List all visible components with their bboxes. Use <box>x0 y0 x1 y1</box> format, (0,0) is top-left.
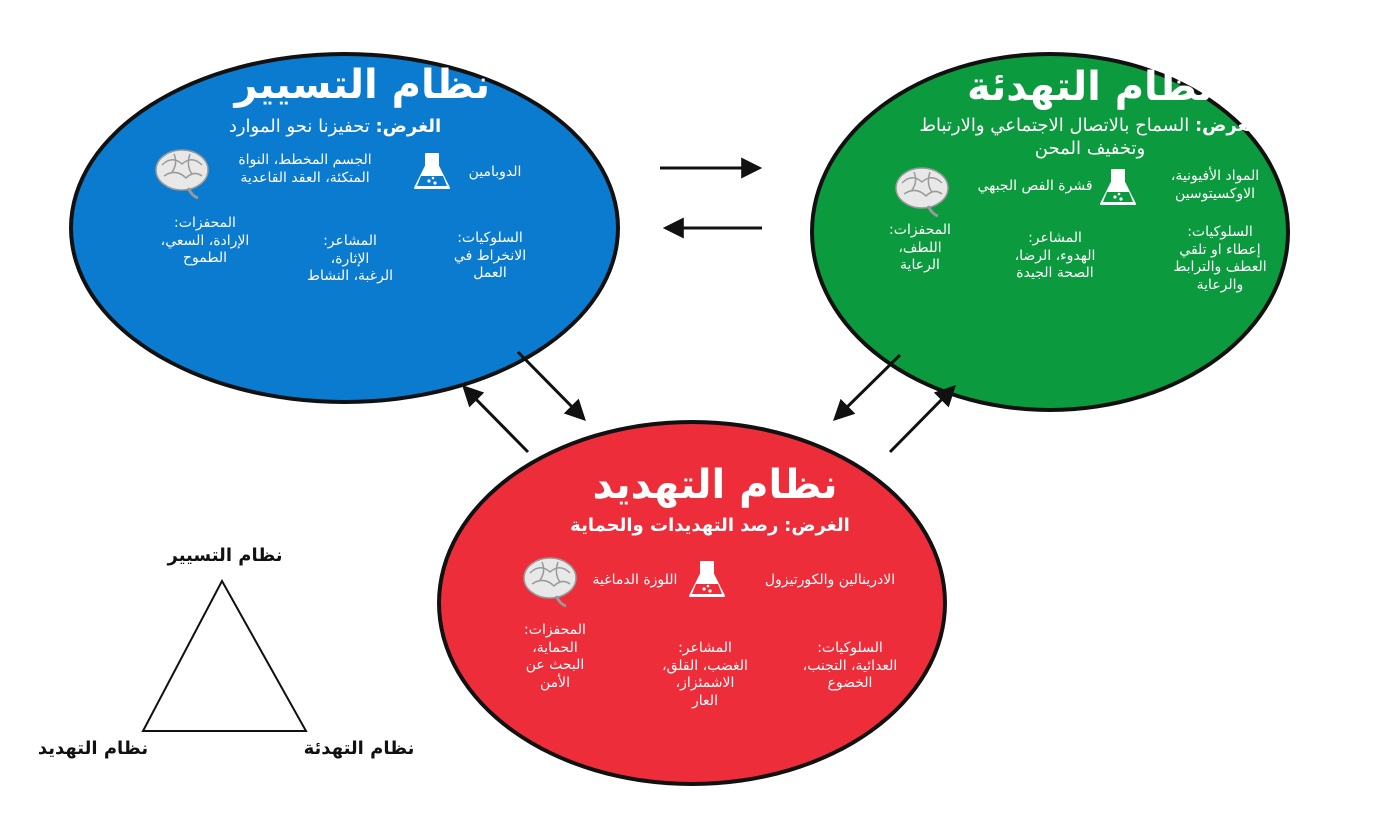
threat-system-ellipse <box>437 420 947 786</box>
drive-motivations: المحفزات:الإرادة، السعي،الطموح <box>160 215 250 266</box>
soothing-chemical: المواد الأفيونية،الاوكسيتوسين <box>1170 168 1260 202</box>
soothing-brain-icon <box>895 167 949 218</box>
threat-purpose: الغرض: رصد التهديدات والحماية <box>570 515 850 536</box>
drive-purpose: الغرض: تحفيزنا نحو الموارد <box>200 116 470 139</box>
drive-brain-icon <box>155 149 209 200</box>
threat-flask-icon <box>689 561 725 597</box>
threat-chemical: الادرينالين والكورتيزول <box>764 572 896 588</box>
arrow-drive-to-threat <box>516 350 586 421</box>
drive-flask-icon <box>414 153 450 189</box>
drive-title: نظام التسيير <box>234 62 490 108</box>
triangle-label-top: نظام التسيير <box>167 545 283 566</box>
triangle-label-left: نظام التهديد <box>37 738 149 759</box>
soothing-title: نظام التهدئة <box>966 64 1214 110</box>
threat-emotions: المشاعر:الغضب، القلق،الاشمئزاز،العار <box>662 640 748 709</box>
arrow-soothing-to-threat <box>833 353 902 421</box>
soothing-emotions: المشاعر:الهدوء، الرضا،الصحة الجيدة <box>1014 230 1096 281</box>
drive-chemical: الدوبامين <box>468 164 522 180</box>
soothing-brain-region: قشرة الفص الجبهي <box>977 178 1093 194</box>
threat-brain-region: اللوزة الدماغية <box>592 572 678 588</box>
arrow-threat-to-drive <box>462 385 530 454</box>
drive-emotions: المشاعر:الإثارة،الرغبة، النشاط <box>307 233 393 284</box>
soothing-motivations: المحفزات:اللطف،الرعاية <box>889 222 951 273</box>
arrow-threat-to-soothing <box>888 385 956 454</box>
soothing-purpose: الغرض: السماح بالاتصال الاجتماعي والارتب… <box>919 115 1261 159</box>
soothing-flask-icon <box>1100 169 1136 205</box>
soothing-system-ellipse <box>810 52 1290 412</box>
drive-purpose-text: تحفيزنا نحو الموارد <box>228 116 370 137</box>
threat-brain-icon <box>523 557 577 608</box>
drive-system-ellipse <box>69 52 620 404</box>
threat-behaviors: السلوكيات:العدائية، التجنب،الخضوع <box>802 640 898 691</box>
drive-purpose-label: الغرض: <box>375 116 442 137</box>
balance-triangle <box>141 578 308 732</box>
threat-title: نظام التهديد <box>592 462 838 508</box>
triangle-label-right: نظام التهدئة <box>303 738 415 759</box>
